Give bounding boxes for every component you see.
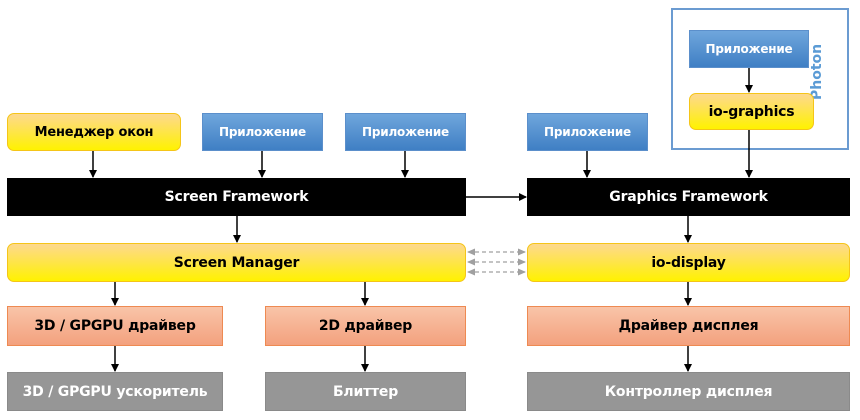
application-box-2: Приложение bbox=[345, 113, 466, 151]
application-box-1: Приложение bbox=[202, 113, 323, 151]
display-controller-box: Контроллер дисплея bbox=[527, 372, 850, 411]
application-box-3: Приложение bbox=[527, 113, 648, 151]
display-driver-box: Драйвер дисплея bbox=[527, 306, 850, 346]
gpu-driver-box: 3D / GPGPU драйвер bbox=[7, 306, 223, 346]
blitter-box: Блиттер bbox=[265, 372, 466, 411]
io-display-box: io-display bbox=[527, 243, 850, 282]
driver-2d-box: 2D драйвер bbox=[265, 306, 466, 346]
screen-manager-box: Screen Manager bbox=[7, 243, 466, 282]
photon-group-frame bbox=[671, 8, 849, 150]
window-manager-box: Менеджер окон bbox=[7, 113, 181, 151]
graphics-framework-box: Graphics Framework bbox=[527, 178, 850, 216]
io-graphics-box: io-graphics bbox=[689, 93, 814, 130]
screen-framework-box: Screen Framework bbox=[7, 178, 466, 216]
gpu-accelerator-box: 3D / GPGPU ускоритель bbox=[7, 372, 223, 411]
photon-application-box: Приложение bbox=[689, 30, 809, 68]
